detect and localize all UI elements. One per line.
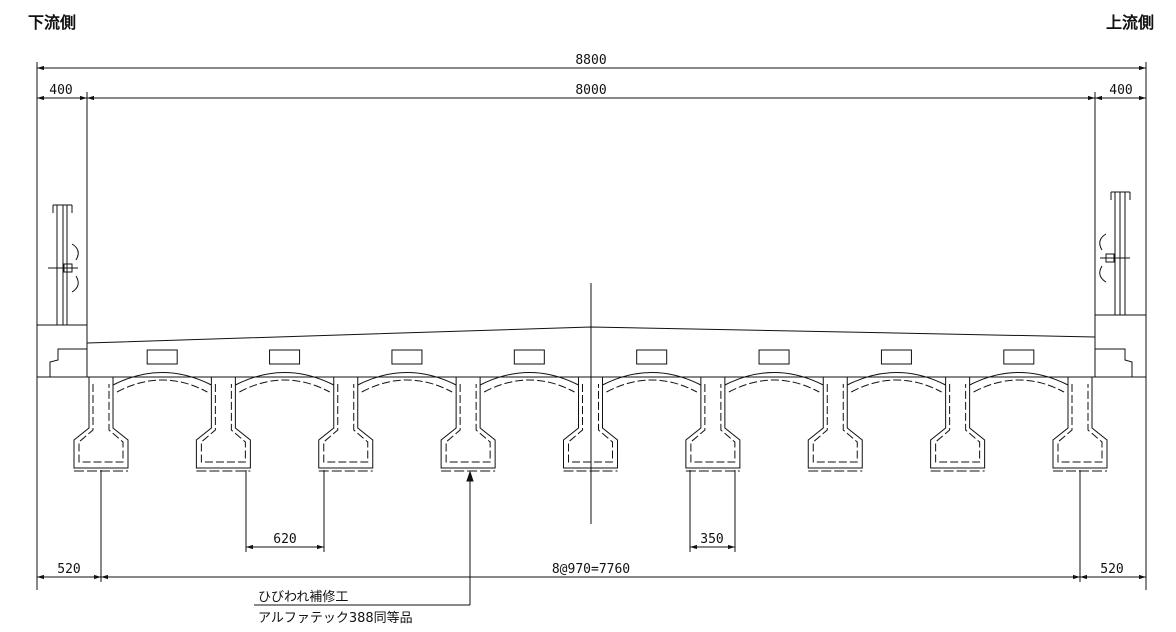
girder-rebar [445, 384, 491, 463]
girder-web [563, 377, 618, 469]
left-overhang-bottom-text: 520 [57, 562, 80, 577]
overall-dimension-text: 8800 [575, 53, 606, 68]
note-line2: アルファテック388同等品 [258, 610, 413, 626]
upstream-label: 上流側 [1105, 13, 1154, 32]
girder-rebar [78, 384, 124, 463]
girder-rebar [1057, 384, 1103, 463]
right-parapet [1094, 314, 1147, 378]
girder-web [440, 377, 496, 469]
girder-rebar [935, 384, 981, 463]
span-rebar [361, 379, 453, 393]
deck-notch [880, 349, 912, 365]
left-overhang-top-text: 400 [49, 83, 72, 98]
deck-notch [146, 349, 178, 365]
span-haunch [357, 372, 457, 386]
girder-spacing-text: 8@970=7760 [552, 562, 630, 577]
girder-web [930, 377, 986, 469]
deck-slab-outline [49, 348, 1133, 378]
deck-notch [1003, 349, 1035, 365]
span-rebar [851, 379, 942, 393]
girder-web [73, 377, 129, 469]
deck-notch [391, 349, 423, 365]
flange-width-text: 620 [273, 532, 296, 547]
span-rebar [973, 379, 1065, 393]
girder-rebar [323, 384, 369, 463]
right-overhang-bottom-text: 520 [1100, 562, 1123, 577]
girder-rebar [568, 384, 613, 463]
deck-notch [758, 349, 790, 365]
girder-web [1052, 377, 1108, 469]
left-railing [48, 204, 79, 325]
inner-dimension-text: 8000 [575, 83, 606, 98]
right-railing [1099, 191, 1131, 315]
span-rebar [116, 379, 208, 393]
web-gap-text: 350 [700, 532, 723, 547]
span-rebar [728, 379, 820, 393]
downstream-label: 下流側 [28, 13, 77, 32]
deck-notch [513, 349, 545, 365]
span-haunch [847, 372, 946, 386]
span-rebar [606, 379, 698, 393]
span-rebar [483, 379, 575, 393]
girder-rebar [690, 384, 736, 463]
girder-web [807, 377, 863, 469]
note-leader-arrow [466, 470, 474, 482]
girder-rebar [812, 384, 858, 463]
span-haunch [602, 372, 702, 386]
girder-rebar [200, 384, 246, 463]
span-rebar [239, 379, 330, 393]
span-haunch [479, 372, 579, 386]
right-overhang-top-text: 400 [1109, 83, 1132, 98]
girders-group [73, 349, 1108, 472]
span-haunch [969, 372, 1069, 386]
girder-web [318, 377, 374, 469]
deck-notch [269, 349, 301, 365]
girder-web [685, 377, 741, 469]
span-haunch [112, 372, 212, 386]
span-haunch [235, 372, 334, 386]
deck-notch [636, 349, 668, 365]
road-surface [86, 326, 1096, 344]
left-parapet [36, 324, 88, 378]
span-haunch [724, 372, 824, 386]
note-line1: ひびわれ補修工 [258, 590, 348, 605]
girder-web [195, 377, 251, 469]
